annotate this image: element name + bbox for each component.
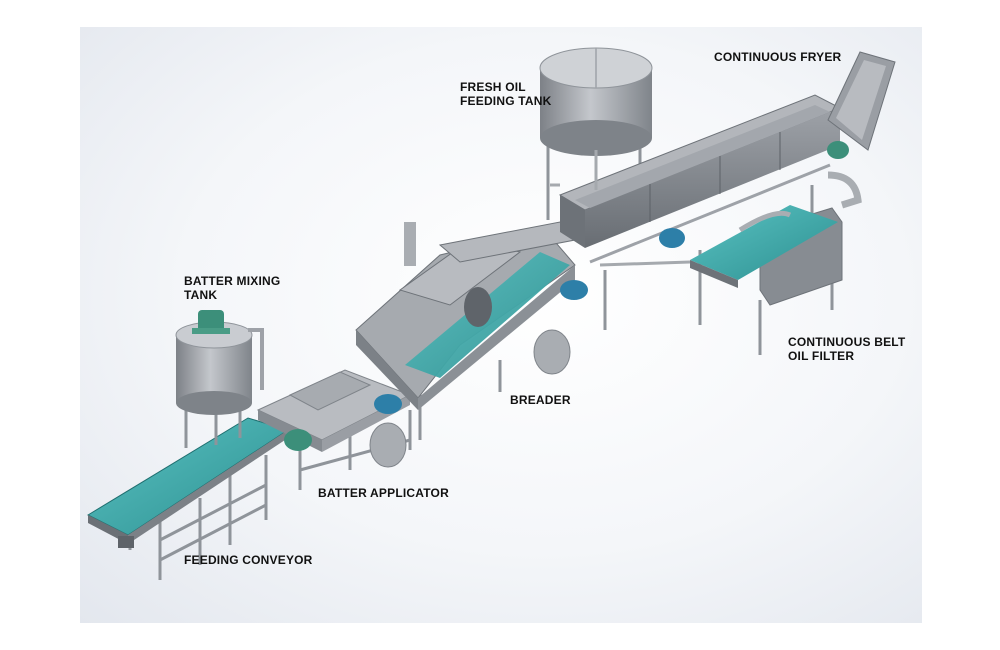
fresh-oil-feeding-tank bbox=[539, 47, 653, 220]
batter-applicator bbox=[256, 369, 412, 490]
connecting-pipes bbox=[550, 150, 691, 267]
applicator-motor-icon bbox=[284, 429, 312, 451]
feeding-conveyor-belt bbox=[86, 417, 290, 536]
label-batter-mixing-tank: BATTER MIXING TANK bbox=[184, 274, 281, 302]
label-batter-applicator: BATTER APPLICATOR bbox=[318, 486, 449, 500]
feeding-conveyor-frame bbox=[128, 455, 268, 580]
batter-mixing-tank bbox=[175, 310, 264, 448]
feeding-conveyor-side bbox=[128, 430, 288, 544]
breader-motor-icon bbox=[560, 280, 588, 300]
applicator-pump-motor-icon bbox=[374, 394, 402, 414]
continuous-belt-oil-filter bbox=[690, 205, 843, 355]
applicator-blower-icon bbox=[369, 422, 407, 468]
continuous-fryer bbox=[558, 51, 896, 330]
filter-belt bbox=[690, 205, 838, 280]
label-feeding-conveyor: FEEDING CONVEYOR bbox=[184, 553, 313, 567]
breader bbox=[355, 221, 588, 440]
label-continuous-belt-oil-filter: CONTINUOUS BELT OIL FILTER bbox=[788, 335, 906, 363]
feeding-conveyor bbox=[86, 417, 290, 580]
elevator-motor-icon bbox=[827, 141, 849, 159]
label-continuous-fryer: CONTINUOUS FRYER bbox=[714, 50, 842, 64]
breader-blower-icon bbox=[533, 329, 571, 375]
label-breader: BREADER bbox=[510, 393, 571, 407]
feeding-conveyor-drive bbox=[118, 536, 134, 548]
fryer-motor-icon bbox=[659, 228, 685, 248]
label-fresh-oil-feeding-tank: FRESH OIL FEEDING TANK bbox=[460, 80, 552, 108]
